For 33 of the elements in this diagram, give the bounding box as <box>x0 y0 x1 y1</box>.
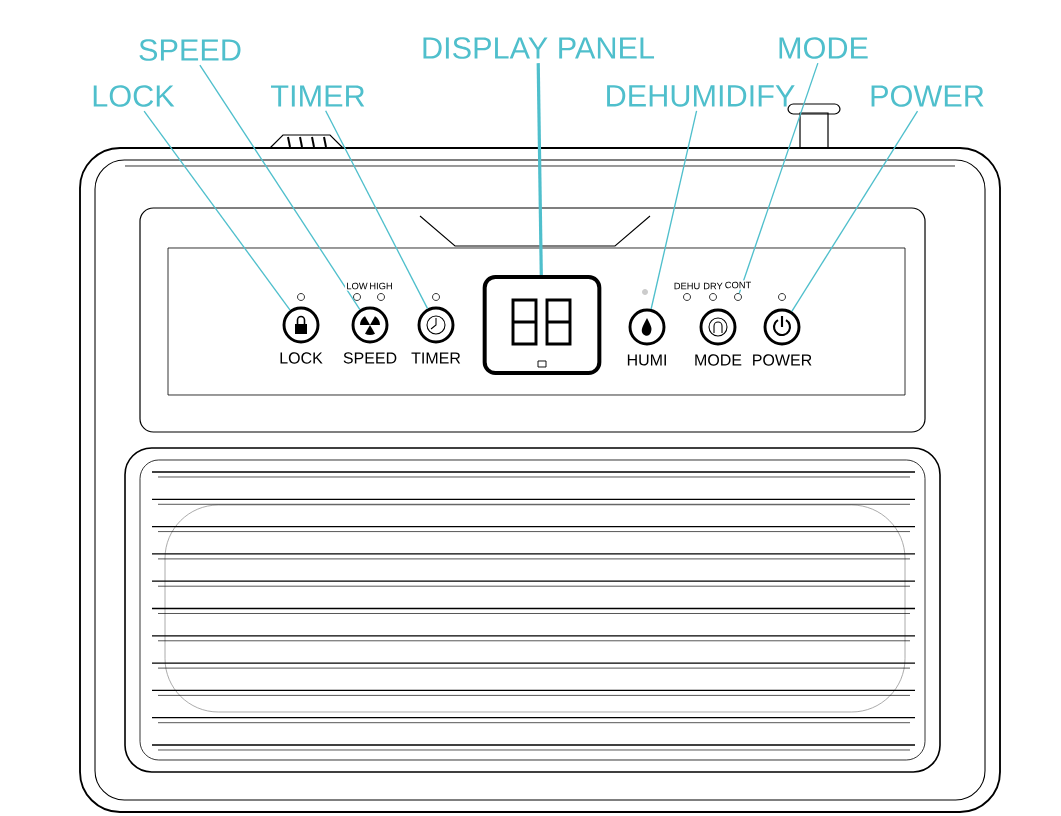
push-button <box>351 306 389 344</box>
led-label: LOW <box>345 281 369 291</box>
led-label: CONT <box>723 280 753 290</box>
callout-label: DEHUMIDIFY <box>607 85 795 107</box>
button-label: HUMI <box>627 354 666 366</box>
push-button <box>282 306 320 344</box>
display-window <box>482 275 602 375</box>
leader-line <box>536 63 543 275</box>
push-button <box>699 308 737 346</box>
button-label: MODE <box>695 354 742 366</box>
leader-line <box>791 110 919 312</box>
led-label: HIGH <box>368 281 394 291</box>
callout-label: MODE <box>779 37 868 59</box>
leader-line <box>650 110 698 310</box>
callout-label: TIMER <box>271 85 365 107</box>
button-label: LOCK <box>280 352 323 364</box>
leader-line <box>324 110 429 310</box>
callout-label: POWER <box>871 85 984 107</box>
button-label: TIMER <box>411 352 461 364</box>
leader-line <box>738 62 819 294</box>
led-label: DRY <box>701 281 725 291</box>
callout-label: LOCK <box>93 85 175 107</box>
led-label: DEHU <box>672 281 702 291</box>
push-button <box>417 306 455 344</box>
push-button <box>763 308 801 346</box>
leader-line <box>199 64 361 311</box>
push-button <box>628 308 666 346</box>
button-label: POWER <box>753 354 812 366</box>
leader-line <box>143 110 291 311</box>
button-label: SPEED <box>343 352 397 364</box>
indicator-light <box>734 293 742 301</box>
callout-label: SPEED <box>139 39 241 61</box>
callout-label: DISPLAY PANEL <box>423 37 655 59</box>
